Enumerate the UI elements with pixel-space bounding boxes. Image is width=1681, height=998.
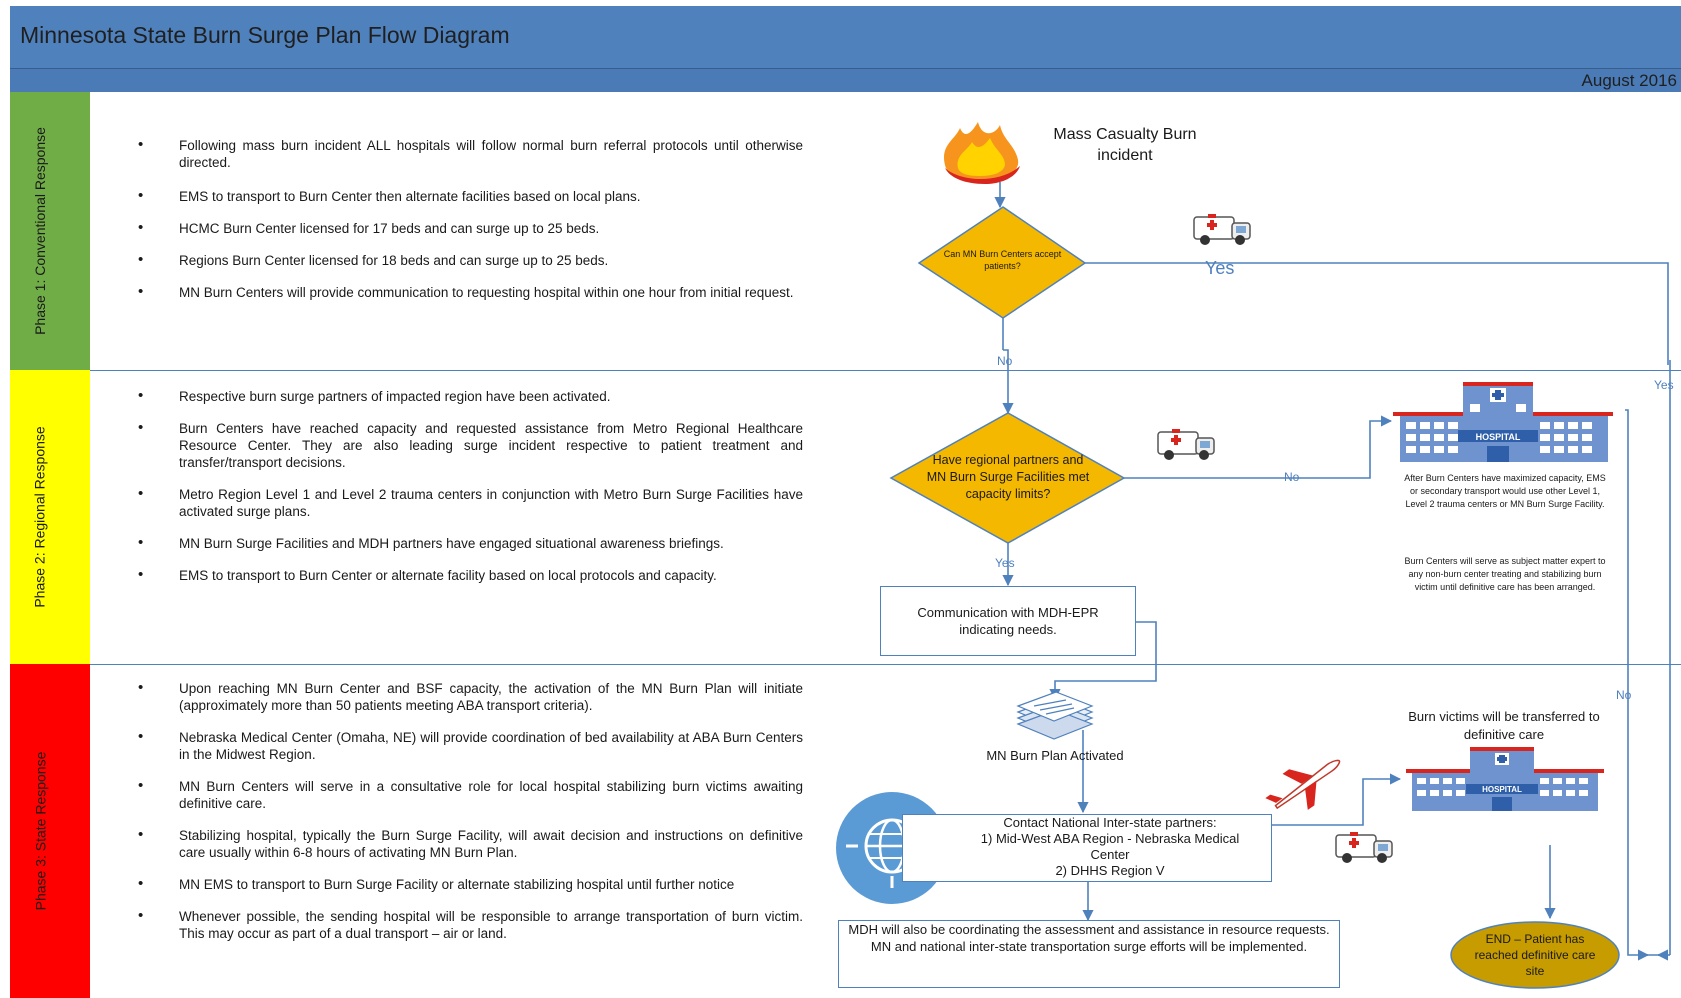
- bullet-item: Nebraska Medical Center (Omaha, NE) will…: [138, 728, 803, 763]
- hospital-sign: HOSPITAL: [1482, 785, 1522, 794]
- bullet-item: Whenever possible, the sending hospital …: [138, 907, 803, 942]
- hospital-sign: HOSPITAL: [1476, 432, 1521, 442]
- date-label: August 2016: [1581, 71, 1677, 90]
- no-label: No: [997, 354, 1013, 368]
- end-node-label: END – Patient has reached definitive car…: [1474, 932, 1596, 978]
- ambulance-icon: [1157, 429, 1215, 460]
- decision-1-diamond: [917, 206, 1087, 319]
- ambulance-icon: [1193, 214, 1251, 245]
- decision-2-diamond: [889, 412, 1126, 544]
- bullet-item: EMS to transport to Burn Center then alt…: [138, 187, 803, 205]
- phase-3-band: [10, 664, 90, 998]
- decision-1-label: Can MN Burn Centers accept patients?: [943, 249, 1062, 271]
- airplane-icon: [1265, 759, 1341, 810]
- hospital-note-1: After Burn Centers have maximized capaci…: [1404, 473, 1606, 509]
- start-node-label: Mass Casualty Burn incident: [1053, 126, 1197, 164]
- bullet-item: Upon reaching MN Burn Center and BSF cap…: [138, 679, 803, 714]
- hospital-icon: HOSPITAL: [1393, 382, 1613, 462]
- documents-icon: [1016, 691, 1094, 740]
- bullet-item: Respective burn surge partners of impact…: [138, 387, 803, 405]
- hospital-note-2: Burn Centers will serve as subject matte…: [1404, 556, 1606, 592]
- connector-lines: [994, 182, 1671, 961]
- phase-divider: [90, 370, 1681, 371]
- bullet-item: Burn Centers have reached capacity and r…: [138, 419, 803, 471]
- yes-label: Yes: [1205, 258, 1235, 278]
- bullet-item: EMS to transport to Burn Center or alter…: [138, 566, 803, 584]
- decision-2-label: Have regional partners and MN Burn Surge…: [926, 453, 1090, 501]
- end-oval: [1450, 921, 1620, 989]
- bullet-item: MN Burn Centers will serve in a consulta…: [138, 777, 803, 812]
- date-bar: [10, 69, 1681, 92]
- no-label: No: [1616, 688, 1632, 702]
- contact-label: Contact National Inter-state partners: 1…: [980, 815, 1240, 878]
- phase-divider: [90, 664, 1681, 665]
- yes-label: Yes: [995, 556, 1015, 570]
- bullet-item: MN Burn Centers will provide communicati…: [138, 283, 803, 301]
- communication-label: Communication with MDH-EPR indicating ne…: [917, 605, 1099, 637]
- mdh-note-box: [838, 920, 1340, 988]
- bullet-item: Metro Region Level 1 and Level 2 trauma …: [138, 485, 803, 520]
- hospital-icon: HOSPITAL: [1406, 747, 1604, 811]
- fire-icon: [943, 122, 1020, 184]
- bullet-item: Stabilizing hospital, typically the Burn…: [138, 826, 803, 861]
- no-label: No: [1284, 470, 1300, 484]
- phase-1-bullets: Following mass burn incident ALL hospita…: [138, 136, 803, 301]
- phase-3-bullets: Upon reaching MN Burn Center and BSF cap…: [138, 679, 803, 942]
- contact-box: [902, 814, 1272, 882]
- phase-1-band: [10, 92, 90, 370]
- communication-box: [880, 586, 1136, 656]
- page-title: Minnesota State Burn Surge Plan Flow Dia…: [20, 22, 510, 48]
- bullet-item: HCMC Burn Center licensed for 17 beds an…: [138, 219, 803, 237]
- phase-2-band: [10, 370, 90, 664]
- bullet-item: MN Burn Surge Facilities and MDH partner…: [138, 534, 803, 552]
- header-bar: [10, 6, 1681, 69]
- transfer-note: Burn victims will be transferred to defi…: [1408, 709, 1600, 742]
- plan-activated-label: MN Burn Plan Activated: [986, 748, 1124, 763]
- ambulance-icon: [1335, 832, 1393, 863]
- bullet-item: Following mass burn incident ALL hospita…: [138, 136, 803, 171]
- mdh-note-label: MDH will also be coordinating the assess…: [848, 922, 1330, 954]
- yes-label: Yes: [1654, 378, 1674, 392]
- phase-2-bullets: Respective burn surge partners of impact…: [138, 387, 803, 584]
- bullet-item: Regions Burn Center licensed for 18 beds…: [138, 251, 803, 269]
- bullet-item: MN EMS to transport to Burn Surge Facili…: [138, 875, 803, 893]
